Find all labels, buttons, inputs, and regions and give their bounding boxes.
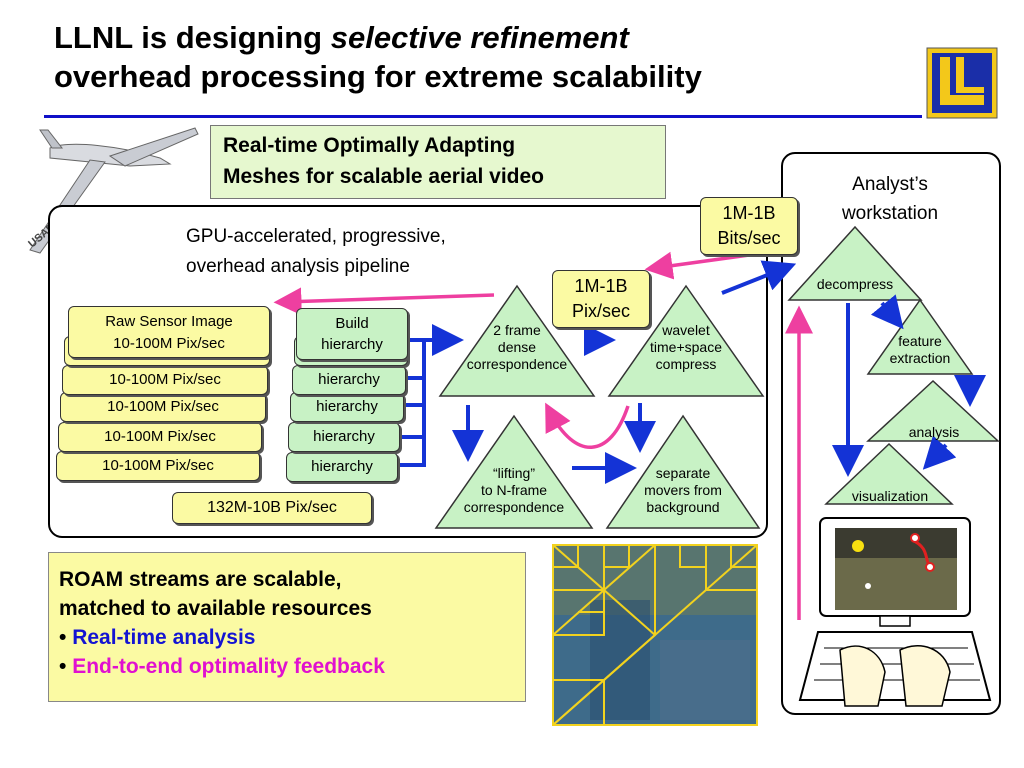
build-hierarchy-box: Build hierarchy — [296, 308, 408, 360]
hierarchy-box-4: hierarchy — [288, 422, 400, 452]
tri-correspondence-label: 2 frame dense correspondence — [466, 322, 568, 372]
summary-panel: ROAM streams are scalable, matched to av… — [48, 552, 526, 702]
title-underline — [44, 115, 922, 118]
hierarchy-box-5: hierarchy — [286, 452, 398, 482]
roam-box: Real-time Optimally Adapting Meshes for … — [210, 125, 666, 199]
sensor-box-1: Raw Sensor Image 10-100M Pix/sec — [68, 306, 270, 358]
triangle-separate — [605, 414, 761, 529]
page-title: LLNL is designing selective refinement o… — [54, 20, 702, 94]
analysis-label: analysis — [908, 424, 960, 440]
feature-extraction-label: feature extraction — [889, 333, 951, 366]
visualization-label: visualization — [851, 488, 929, 504]
triangle-decompress — [787, 225, 923, 301]
workstation-illustration — [798, 517, 992, 707]
sensor-box-4: 10-100M Pix/sec — [58, 422, 262, 452]
tri-wavelet-label: wavelet time+space compress — [650, 322, 722, 372]
triangle-lifting — [434, 414, 594, 529]
hierarchy-box-2: hierarchy — [292, 365, 406, 395]
triangle-correspondence — [438, 284, 596, 397]
tri-separate-label: separate movers from background — [644, 465, 722, 515]
aggregate-rate-box: 132M-10B Pix/sec — [172, 492, 372, 524]
mesh-image — [552, 544, 758, 726]
tri-lifting-label: “lifting” to N-frame correspondence — [463, 465, 565, 515]
llnl-logo — [926, 47, 998, 119]
pipeline-heading: GPU-accelerated, progressive, overhead a… — [186, 226, 446, 277]
hierarchy-box-3: hierarchy — [290, 392, 404, 422]
rate-bits-box: 1M-1B Bits/sec — [700, 197, 798, 255]
sensor-box-5: 10-100M Pix/sec — [56, 451, 260, 481]
triangle-feature — [866, 298, 974, 375]
sensor-box-3: 10-100M Pix/sec — [60, 392, 266, 422]
workstation-heading: Analyst’s workstation — [841, 174, 939, 224]
sensor-box-2: 10-100M Pix/sec — [62, 365, 268, 395]
bullet-optimality-feedback: • End-to-end optimality feedback — [59, 655, 385, 678]
rate-pix-box: 1M-1B Pix/sec — [552, 270, 650, 328]
bullet-realtime-analysis: • Real-time analysis — [59, 626, 256, 649]
triangle-wavelet — [607, 284, 765, 397]
decompress-label: decompress — [816, 276, 894, 292]
